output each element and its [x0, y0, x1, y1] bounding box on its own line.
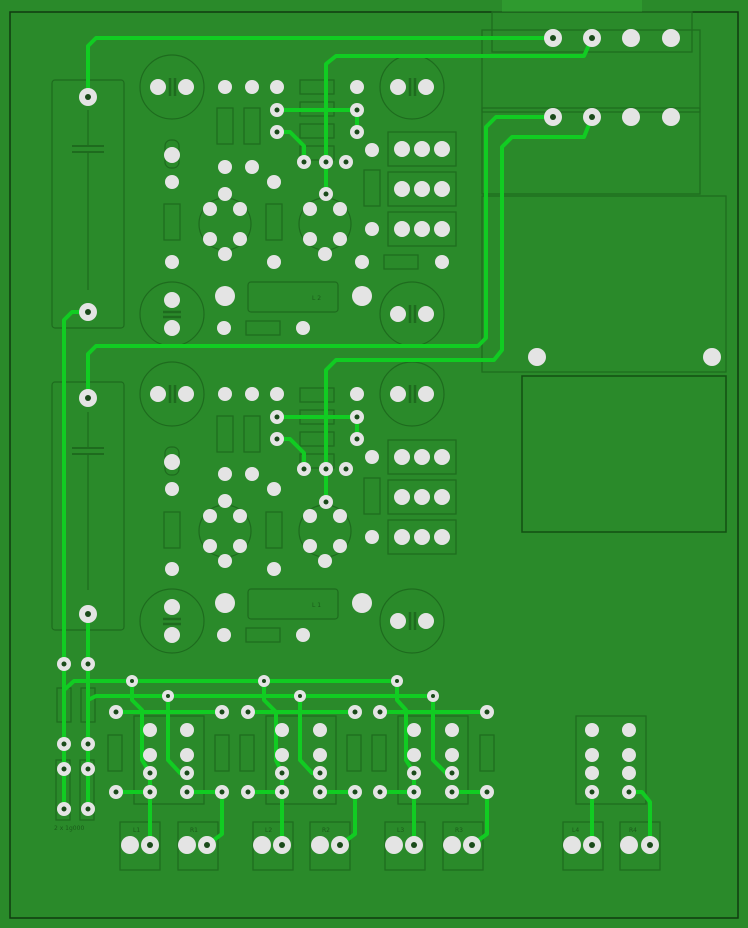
silk-cap-c7	[379, 588, 445, 654]
silk-module-c	[481, 107, 701, 195]
top-notch	[502, 0, 642, 12]
connector-label-8: R4	[629, 827, 637, 834]
cap-polarity-marks	[163, 78, 417, 630]
connector-label-2: R1	[190, 827, 198, 834]
silk-cap-c4	[139, 588, 205, 654]
pad-layer	[121, 29, 721, 854]
silk-inductor-top	[247, 281, 339, 313]
silk-term-1	[387, 131, 457, 167]
silk-term-6	[387, 519, 457, 555]
silk-module-e	[521, 375, 727, 533]
silk-term-5	[387, 479, 457, 515]
connector-label-4: R2	[322, 827, 330, 834]
inductor-label-bottom: L 1	[312, 602, 321, 609]
via-layer	[57, 29, 659, 854]
connector-label-1: L1	[133, 827, 140, 834]
board-outline	[9, 11, 739, 919]
connector-label-7: L4	[572, 827, 579, 834]
connector-label-6: R3	[455, 827, 463, 834]
cap-note-label: 2 x 1g000	[54, 825, 84, 832]
silk-term-2	[387, 171, 457, 207]
silk-cap-c8	[139, 54, 205, 120]
connector-label-5: L3	[397, 827, 404, 834]
silk-module-a	[491, 11, 693, 53]
silk-inductor-bottom	[247, 588, 339, 620]
silk-module-d	[481, 195, 727, 373]
connector-label-3: L2	[265, 827, 272, 834]
silk-term-3	[387, 211, 457, 247]
silk-term-4	[387, 439, 457, 475]
silk-cap-c5	[139, 361, 205, 427]
inductor-label-top: L 2	[312, 295, 321, 302]
